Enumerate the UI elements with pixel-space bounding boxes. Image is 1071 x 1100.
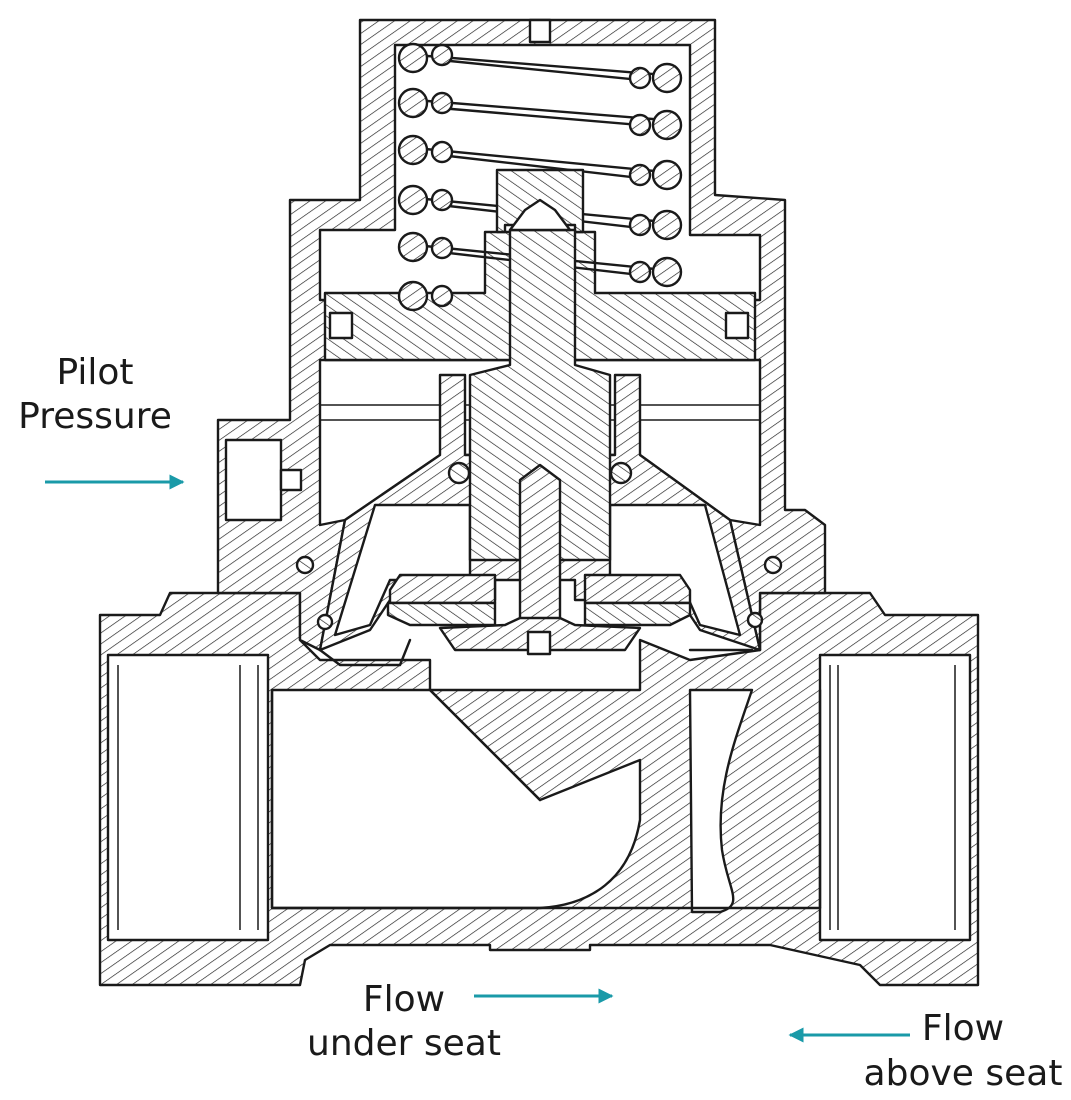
piston-assembly: [295, 168, 783, 667]
spring-coils: [397, 42, 683, 312]
pilot-pressure-label-line2: Pressure: [18, 396, 172, 437]
pilot-pressure-label-line1: Pilot: [56, 352, 133, 393]
flow-above-seat-label-line2: above seat: [864, 1053, 1063, 1094]
flow-above-seat-label-line1: Flow: [922, 1008, 1004, 1049]
flow-under-seat-label-line1: Flow: [363, 979, 445, 1020]
flow-under-seat-label-line2: under seat: [307, 1023, 501, 1064]
valve-body: [98, 591, 980, 987]
